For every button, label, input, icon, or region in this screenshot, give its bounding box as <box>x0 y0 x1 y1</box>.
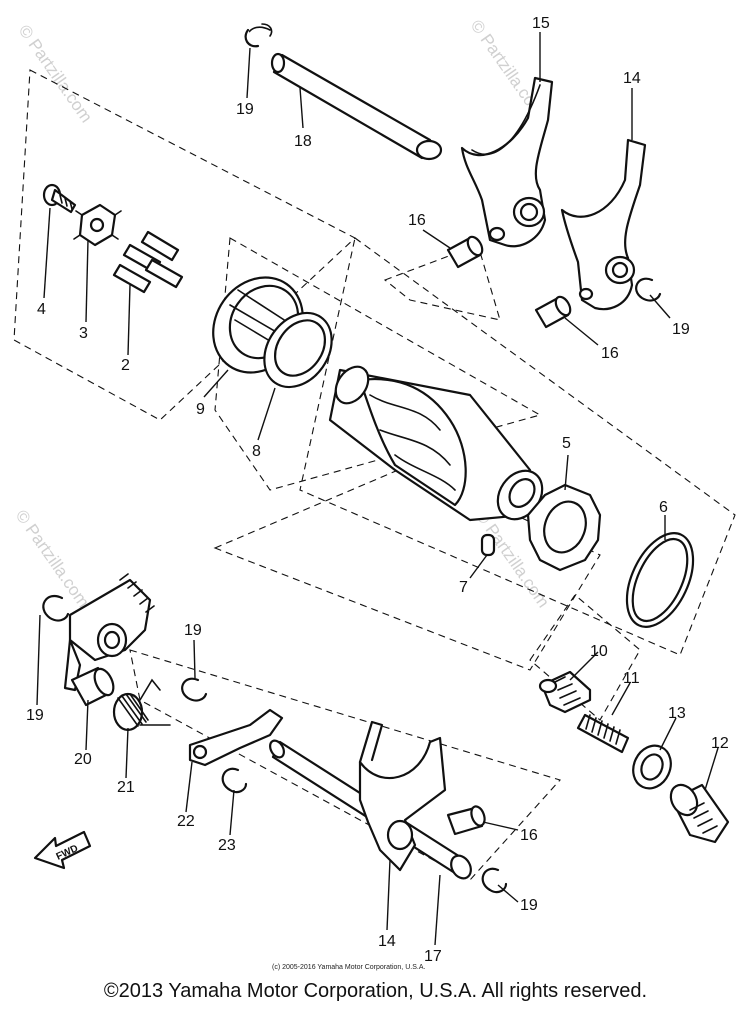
cam-5 <box>526 483 602 572</box>
shift-fork-14-lower <box>358 720 447 872</box>
callout-9: 9 <box>196 401 205 418</box>
pin-16-middle <box>534 295 572 329</box>
circlip-19-top <box>244 23 273 48</box>
shift-drum <box>328 365 544 522</box>
callout-21: 21 <box>117 779 135 796</box>
pin-16-upper <box>446 235 484 269</box>
circlip-6 <box>625 532 695 628</box>
collar-20 <box>70 666 115 707</box>
outline-right <box>299 237 736 656</box>
callout-17: 17 <box>424 948 442 965</box>
callout-19-top: 19 <box>236 101 254 118</box>
circlip-19-left <box>42 595 70 622</box>
outline-upper-left <box>13 69 356 421</box>
outline-fork-pins <box>383 244 501 321</box>
footer-copyright: ©2013 Yamaha Motor Corporation, U.S.A. A… <box>103 980 648 1002</box>
callout-19-left: 19 <box>26 707 44 724</box>
circlip-23 <box>221 767 248 794</box>
circlip-19-right <box>635 277 662 302</box>
shift-fork-15 <box>460 76 554 248</box>
callout-16-middle: 16 <box>601 345 619 362</box>
callout-2: 2 <box>121 357 130 374</box>
callout-13: 13 <box>668 705 686 722</box>
callout-22: 22 <box>177 813 195 830</box>
washer-13 <box>632 744 672 790</box>
callout-8: 8 <box>252 443 261 460</box>
callout-6: 6 <box>659 499 668 516</box>
callout-numbers: 19 18 15 14 16 19 16 4 3 2 9 8 5 6 7 10 … <box>26 15 729 965</box>
callout-4: 4 <box>37 301 46 318</box>
assembly-outlines <box>13 69 736 881</box>
pin-16-lower <box>446 805 486 836</box>
circlip-19-mid <box>181 677 208 702</box>
spring-21 <box>112 678 171 732</box>
callout-14-lower: 14 <box>378 933 396 950</box>
outline-lower <box>213 464 601 671</box>
outline-drum <box>214 237 542 491</box>
bolt-12 <box>669 783 730 844</box>
outline-detent <box>529 594 641 721</box>
shift-lever-1 <box>63 573 155 692</box>
spring-11 <box>576 713 630 754</box>
washer-8 <box>263 311 333 389</box>
callout-5: 5 <box>562 435 571 452</box>
pin-7 <box>480 533 496 557</box>
callout-16-upper: 16 <box>408 212 426 229</box>
dowel-pins-2 <box>112 230 184 294</box>
guide-bar-18 <box>270 52 443 161</box>
callout-16-lower: 16 <box>520 827 538 844</box>
detent-10 <box>538 670 592 714</box>
segment-3 <box>73 203 122 247</box>
callout-14-upper: 14 <box>623 70 641 87</box>
callout-3: 3 <box>79 325 88 342</box>
callout-15: 15 <box>532 15 550 32</box>
callout-11: 11 <box>623 670 640 687</box>
callout-19-mid: 19 <box>184 622 202 639</box>
callout-20: 20 <box>74 751 92 768</box>
callout-19-bottom: 19 <box>520 897 538 914</box>
leader-lines <box>36 32 719 946</box>
callout-19-right: 19 <box>672 321 690 338</box>
shift-fork-14-upper <box>560 138 647 311</box>
screw-4 <box>42 183 77 214</box>
watermark-top-left: © Partzilla.com <box>15 21 96 126</box>
outline-shaft <box>129 649 561 881</box>
callout-18: 18 <box>294 133 312 150</box>
diagram-copyright-small: (c) 2005-2016 Yamaha Motor Corporation, … <box>272 964 425 971</box>
forward-arrow-icon: FWD <box>33 830 92 870</box>
callout-23: 23 <box>218 837 236 854</box>
callout-12: 12 <box>711 735 729 752</box>
plate-22 <box>188 708 284 767</box>
callout-10: 10 <box>590 643 608 660</box>
callout-7: 7 <box>459 579 468 596</box>
